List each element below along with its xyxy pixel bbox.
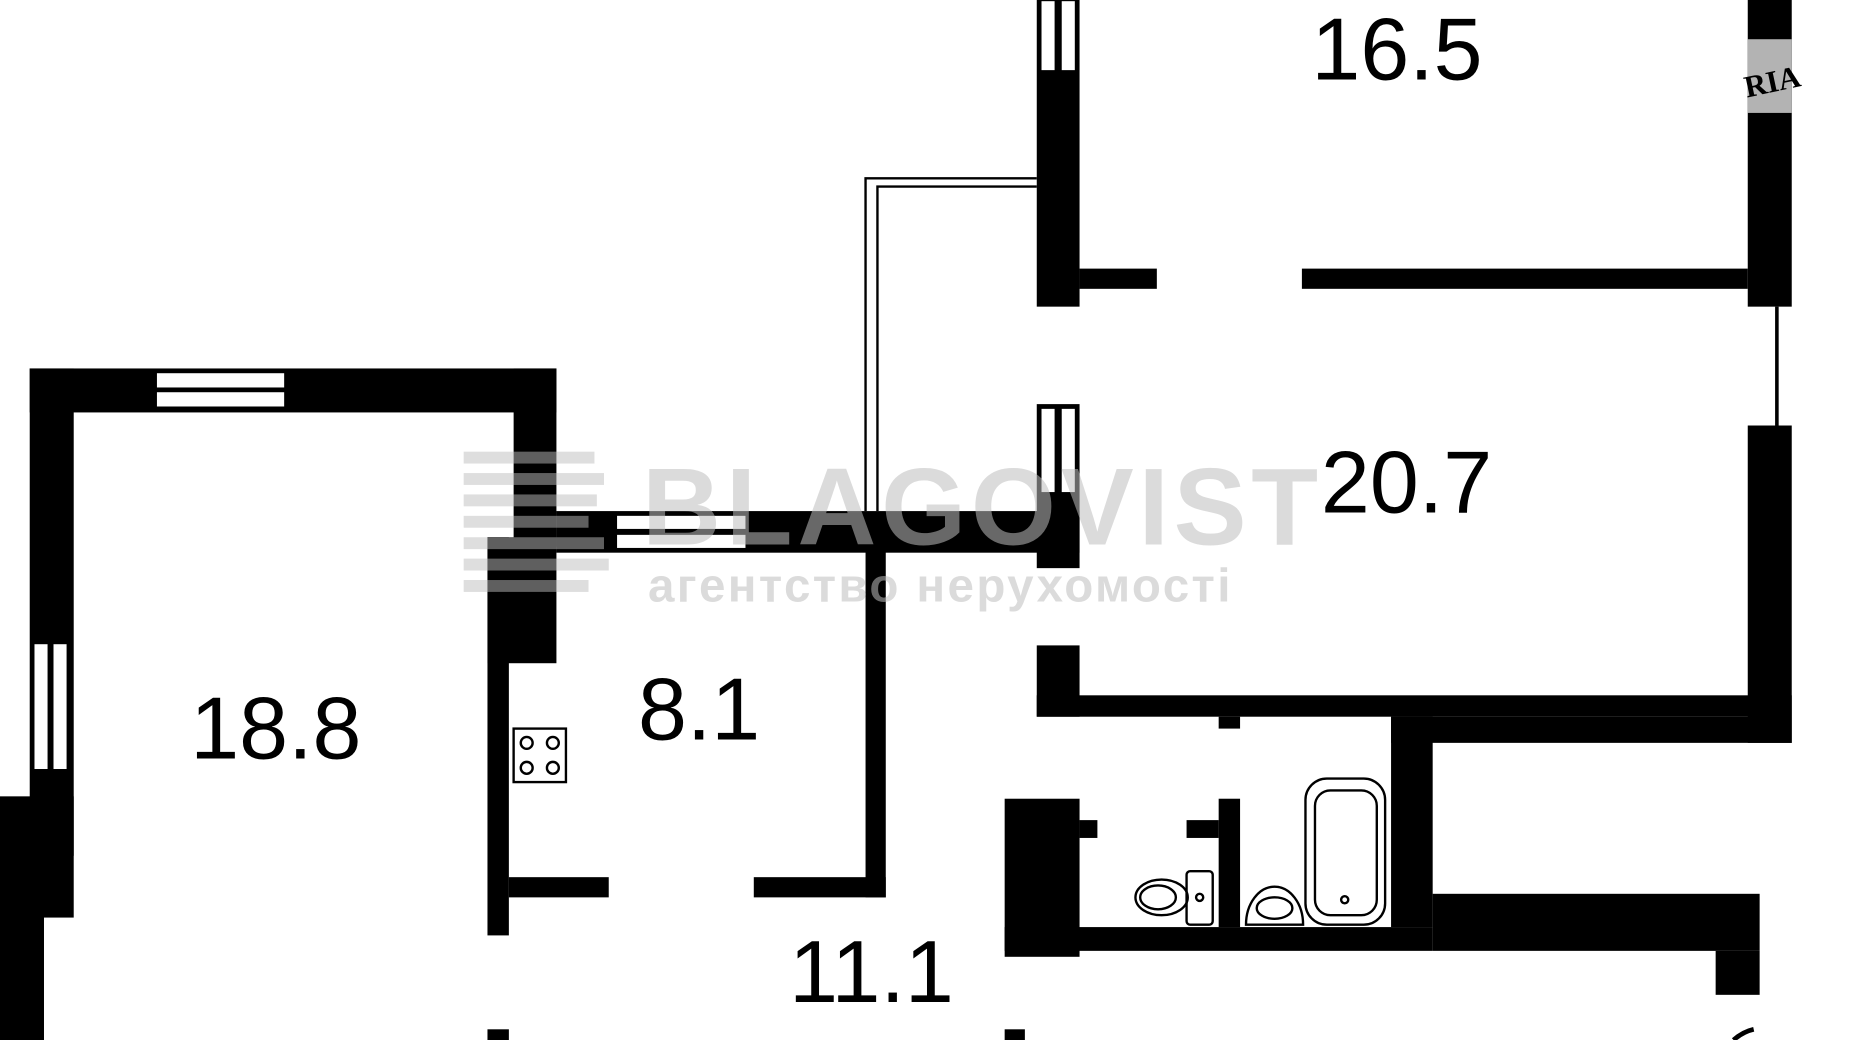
wall — [1715, 950, 1760, 995]
watermark: BLAGOVIST агентство нерухомості RIA — [463, 39, 1804, 612]
wall — [508, 877, 609, 898]
watermark-brand: BLAGOVIST — [642, 446, 1323, 568]
wall — [487, 1029, 509, 1040]
sink-icon — [1244, 885, 1305, 926]
wall — [1747, 425, 1792, 743]
wall — [487, 537, 509, 936]
room-area-label: 18.8 — [190, 678, 361, 777]
wall — [1004, 1029, 1025, 1040]
watermark-tagline: агентство нерухомості — [648, 559, 1233, 612]
window — [614, 532, 748, 551]
wall — [29, 368, 557, 413]
wall — [1004, 927, 1433, 951]
toilet-icon — [1134, 870, 1214, 926]
window — [1059, 0, 1078, 73]
wall — [1391, 716, 1792, 743]
wall — [1432, 893, 1760, 951]
balcony-outline — [864, 177, 1037, 512]
window — [154, 389, 287, 409]
bathtub-icon — [1304, 777, 1387, 926]
wall — [865, 549, 886, 898]
wall — [1079, 820, 1098, 838]
wall — [1775, 306, 1779, 426]
windows — [32, 0, 1078, 772]
stove-icon — [512, 727, 568, 784]
wall — [1301, 268, 1748, 289]
room-area-label: 20.7 — [1321, 432, 1492, 531]
room-area-label: 8.1 — [638, 659, 760, 758]
window — [1039, 0, 1057, 73]
room-area-label: 16.5 — [1311, 0, 1482, 99]
wall — [1079, 268, 1157, 289]
wall — [1218, 798, 1241, 928]
window — [1039, 406, 1057, 495]
wall — [0, 853, 44, 1040]
window — [614, 513, 748, 532]
wall — [1391, 716, 1433, 928]
window — [1059, 406, 1078, 495]
window — [154, 370, 287, 390]
room-area-label: 11.1 — [789, 922, 954, 1021]
window — [51, 641, 69, 772]
wall — [0, 796, 74, 856]
wall — [1218, 716, 1241, 729]
door-arc — [1731, 1026, 1755, 1040]
wall — [1186, 820, 1219, 838]
wall — [753, 877, 886, 898]
window — [32, 641, 50, 772]
wall — [1036, 695, 1792, 717]
blagovist-logo-icon — [463, 451, 609, 592]
ria-logo: RIA — [1741, 39, 1804, 113]
